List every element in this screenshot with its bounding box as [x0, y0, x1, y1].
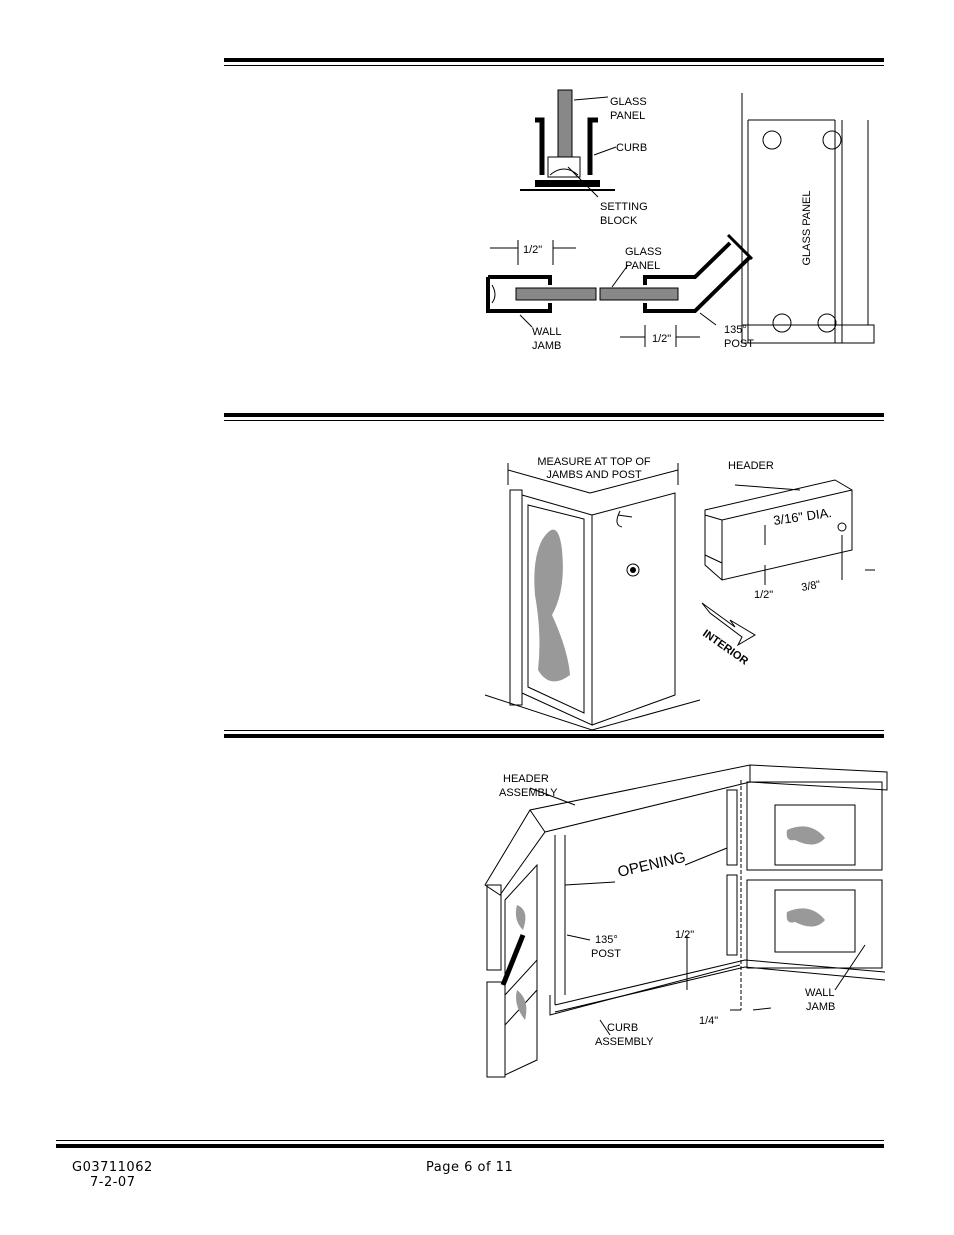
label-glass-panel-b: GLASS: [625, 246, 662, 258]
label-measure-1: MEASURE AT TOP OF: [537, 456, 651, 468]
figure-2-header-measure: MEASURE AT TOP OF JAMBS AND POST HEADER …: [484, 456, 875, 731]
label-jamb: JAMB: [532, 340, 561, 352]
label-header: HEADER: [728, 460, 774, 472]
page-number: Page 6 of 11: [426, 1160, 514, 1175]
label-half-top: 1/2": [523, 244, 542, 256]
label-wall: WALL: [532, 326, 562, 338]
label-curb-2: ASSEMBLY: [595, 1036, 654, 1048]
label-glass-panel-side: GLASS PANEL: [801, 191, 813, 266]
assembly-drawing: [484, 764, 888, 1078]
label-header-1: HEADER: [503, 773, 549, 785]
label-post-angle: 135°: [724, 324, 747, 336]
shower-enclosure-drawing: [484, 463, 701, 731]
label-half: 1/2": [754, 589, 773, 601]
label-half-bottom: 1/2": [652, 333, 671, 345]
label-dia: 3/16" DIA.: [772, 505, 832, 528]
curb-cross-section: [520, 89, 617, 198]
label-setting: SETTING: [600, 201, 648, 213]
label-half: 1/2": [675, 929, 694, 941]
label-jamb: JAMB: [806, 1001, 835, 1013]
doc-date: 7-2-07: [90, 1175, 136, 1190]
header-profile-drawing: [701, 479, 875, 647]
label-glass-panel-b2: PANEL: [625, 260, 660, 272]
label-glass-panel-2: PANEL: [610, 110, 645, 122]
label-post-angle: 135°: [595, 934, 618, 946]
label-opening: OPENING: [616, 849, 687, 881]
label-curb-1: CURB: [607, 1022, 638, 1034]
label-three-eighths: 3/8": [800, 579, 821, 594]
side-elevation: [741, 93, 875, 344]
section-rule-3: [224, 730, 884, 738]
label-quarter: 1/4": [699, 1015, 718, 1027]
label-glass-panel: GLASS: [610, 96, 647, 108]
section-rule-2: [224, 413, 884, 421]
doc-number: G03711062: [72, 1160, 153, 1175]
label-post: POST: [591, 948, 621, 960]
label-measure-2: JAMBS AND POST: [546, 469, 642, 481]
label-post: POST: [724, 338, 754, 350]
label-block: BLOCK: [600, 215, 638, 227]
label-curb: CURB: [616, 142, 647, 154]
section-rule-1: [224, 58, 884, 66]
figure-1-curb-section: GLASS PANEL CURB SETTING BLOCK 1/2" GLAS…: [486, 89, 875, 352]
figure-3-assembly: HEADER ASSEMBLY OPENING 135° POST 1/2" W…: [484, 764, 888, 1078]
label-wall: WALL: [805, 987, 835, 999]
label-header-2: ASSEMBLY: [499, 787, 558, 799]
footer-rule: [56, 1140, 884, 1148]
